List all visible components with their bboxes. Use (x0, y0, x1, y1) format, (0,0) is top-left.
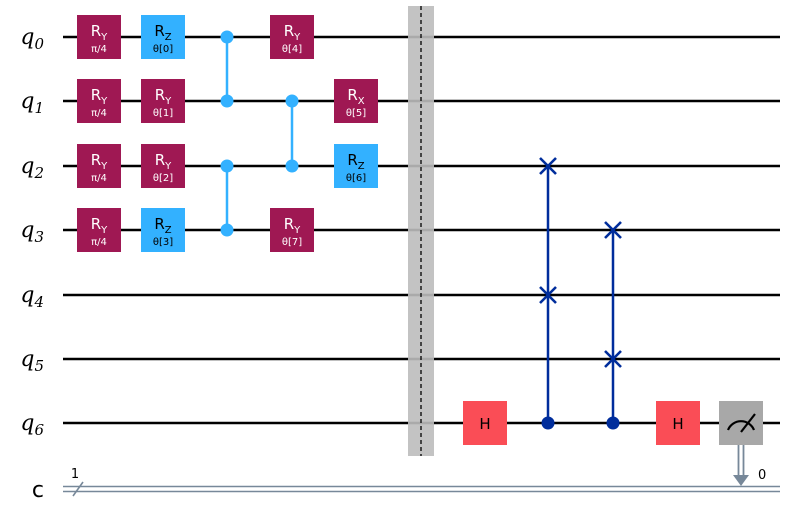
gate-parameter: π/4 (91, 108, 107, 119)
hadamard-gate-box (656, 401, 700, 445)
qubit-label: q6 (20, 411, 44, 439)
gate-parameter: θ[2] (153, 173, 173, 184)
gate-name: H (672, 415, 683, 433)
cswap-control-dot (541, 416, 555, 430)
cz-control-dot (220, 223, 234, 237)
measure-arrowhead-icon (733, 475, 749, 486)
gate-parameter: θ[7] (282, 237, 302, 248)
cz-control-dot (220, 159, 234, 173)
gate-parameter: θ[5] (346, 108, 366, 119)
gate-name: H (479, 415, 490, 433)
classical-bit-index: 0 (758, 468, 766, 483)
measure-needle-icon (740, 413, 756, 433)
rotation-gate-box (334, 144, 378, 188)
gate-parameter: π/4 (91, 44, 107, 55)
gate-parameter: θ[4] (282, 44, 302, 55)
cz-control-dot (220, 94, 234, 108)
cz-control-dot (285, 159, 299, 173)
qubit-label: q4 (20, 283, 44, 311)
qubit-label: q0 (20, 25, 44, 53)
rotation-gate-box (141, 15, 185, 59)
rotation-gate-box (141, 208, 185, 252)
gate-parameter: π/4 (91, 173, 107, 184)
register-width-slash (72, 481, 84, 497)
rotation-gate-box (77, 208, 121, 252)
rotation-gate-box (77, 79, 121, 123)
cswap-control-dot (606, 416, 620, 430)
cz-control-dot (285, 94, 299, 108)
measure-gate-box (719, 401, 763, 445)
classical-register-label: c (32, 478, 44, 503)
gate-parameter: θ[6] (346, 173, 366, 184)
swap-cross (604, 221, 622, 239)
gate-parameter: π/4 (91, 237, 107, 248)
measure-meter-icon (726, 420, 756, 431)
rotation-gate-box (334, 79, 378, 123)
qubit-label: q1 (20, 89, 44, 117)
hadamard-gate-box (463, 401, 507, 445)
qubit-label: q5 (20, 347, 44, 375)
rotation-gate-box (141, 144, 185, 188)
rotation-gate-box (270, 208, 314, 252)
swap-cross (539, 157, 557, 175)
qubit-label: q2 (20, 154, 44, 182)
gate-parameter: θ[0] (153, 44, 173, 55)
qubit-label: q3 (20, 218, 44, 246)
rotation-gate-box (270, 15, 314, 59)
rotation-gate-box (77, 144, 121, 188)
rotation-gate-box (141, 79, 185, 123)
gate-parameter: θ[3] (153, 237, 173, 248)
swap-cross (539, 286, 557, 304)
cz-control-dot (220, 30, 234, 44)
swap-cross (604, 350, 622, 368)
gate-parameter: θ[1] (153, 108, 173, 119)
register-width-label: 1 (71, 467, 79, 482)
rotation-gate-box (77, 15, 121, 59)
